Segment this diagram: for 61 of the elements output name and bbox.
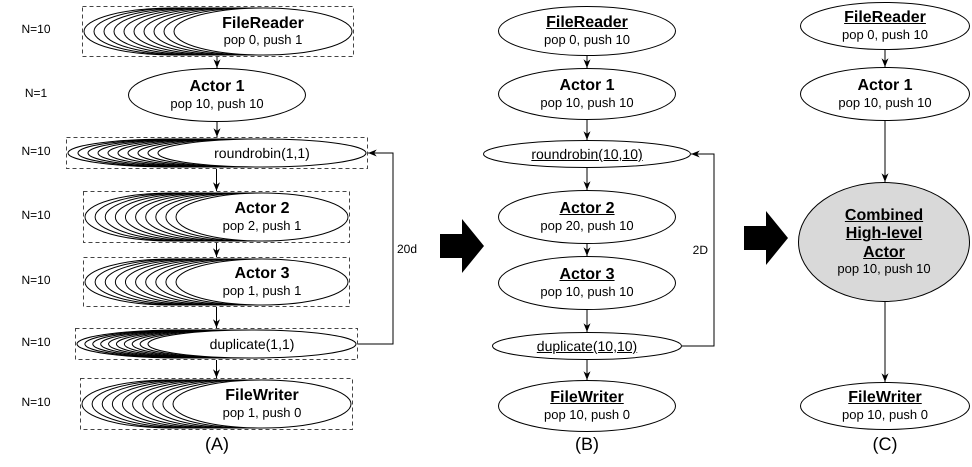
arrow (214, 56, 220, 68)
actor-name: roundrobin(1,1) (214, 144, 310, 162)
edge-label: 20d (397, 242, 418, 256)
replication-count: N=10 (21, 335, 51, 349)
arrow (584, 310, 590, 332)
actor-name: FileWriter (848, 389, 922, 408)
rate-label: pop 10, push 10 (170, 96, 264, 112)
rate-label: pop 10, push 10 (540, 284, 634, 300)
arrow (584, 120, 590, 140)
arrow (882, 120, 888, 182)
edge-label: 2D (692, 243, 708, 257)
rate-label: pop 10, push 10 (838, 96, 932, 111)
rate-label: pop 0, push 1 (224, 33, 302, 48)
actor-name: roundrobin(10,10) (531, 146, 643, 162)
actor-name: Actor 1 (559, 77, 615, 96)
arrow (584, 56, 590, 68)
arrow (213, 242, 220, 258)
actor-name: Combined High-level Actor (844, 206, 924, 262)
arrow (882, 302, 888, 382)
panel-label: (A) (205, 434, 229, 455)
actor-name: duplicate(10,10) (536, 338, 638, 354)
arrow (213, 360, 220, 378)
arrow (584, 168, 590, 190)
arrow (214, 122, 220, 138)
replication-count: N=10 (21, 144, 51, 158)
rate-label: pop 10, push 10 (540, 96, 634, 111)
panel-label: (C) (872, 434, 898, 455)
arrow (682, 150, 714, 346)
rate-label: pop 10, push 0 (544, 408, 630, 423)
arrow (213, 168, 220, 192)
arrow (213, 306, 220, 328)
panel-label: (B) (575, 434, 599, 455)
rate-label: pop 0, push 10 (842, 28, 928, 43)
replication-count: N=10 (21, 208, 51, 222)
arrow (584, 244, 590, 256)
actor-name: FileWriter (225, 387, 299, 406)
rate-label: pop 1, push 1 (222, 284, 302, 299)
actor-name: FileReader (222, 14, 304, 34)
actor-name: Actor 3 (559, 266, 615, 285)
replication-count: N=10 (21, 395, 51, 409)
rate-label: pop 2, push 1 (222, 218, 302, 234)
arrow (882, 50, 888, 68)
actor-name: FileReader (844, 9, 926, 28)
actor-name: Actor 1 (857, 77, 913, 96)
rate-label: pop 20, push 10 (540, 218, 634, 234)
actor-name: Actor 2 (559, 200, 615, 219)
arrow (358, 150, 394, 344)
arrow (584, 360, 590, 380)
replication-count: N=1 (24, 86, 48, 100)
rate-label: pop 10, push 0 (842, 408, 928, 423)
actor-name: FileReader (546, 14, 628, 33)
rate-label: pop 10, push 10 (837, 262, 931, 278)
actor-name: Actor 2 (234, 200, 290, 219)
rate-label: pop 0, push 10 (544, 32, 630, 48)
replication-count: N=10 (21, 22, 51, 36)
actor-name: Actor 1 (189, 78, 245, 97)
actor-name: Actor 3 (234, 265, 290, 284)
rate-label: pop 1, push 0 (222, 406, 302, 421)
actor-name: duplicate(1,1) (210, 336, 294, 352)
replication-count: N=10 (21, 273, 51, 287)
actor-name: FileWriter (550, 389, 624, 408)
